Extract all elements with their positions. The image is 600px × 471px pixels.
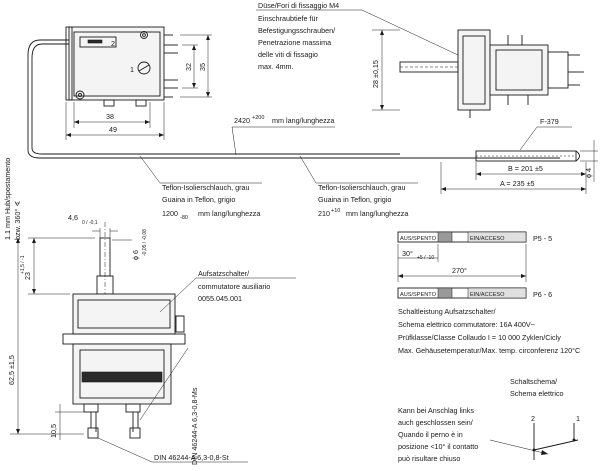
nozzle-line-3: Befestigungsschrauben/ [258, 26, 335, 35]
din-vertical: DIN 46244-A 6,3-0,8-Ms [190, 387, 199, 465]
anschlag-2: auch geschlossen sein/ [398, 418, 473, 427]
bar2-on: EIN/ACCESO [470, 292, 505, 298]
anschlag-1: Kann bei Anschlag links [398, 406, 474, 415]
capillary-length: 2420 [234, 116, 250, 125]
sl-line-4: Max. Gehäusetemperatur/Max. temp. circon… [398, 346, 580, 355]
thermostat-front-view: 2 1 [27, 26, 560, 159]
switch-bar-p5: AUS/SPENTO EIN/ACCESO P5 - 5 [397, 231, 552, 243]
capillary-length-unit: mm lang/lunghezza [272, 116, 334, 125]
terminal-2: 2 [531, 414, 535, 423]
dim-38: 38 [106, 112, 114, 121]
anschlag-4: posizione <10° il contatto [398, 442, 478, 451]
bar2-off: AUS/SPENTO [400, 292, 437, 298]
dim-phi6: ϕ 6 [131, 250, 140, 260]
dim-32: 32 [184, 63, 193, 71]
bar2-pos: P6 - 6 [533, 290, 552, 299]
angle-dimensions: 30° +5 / -10 270° [397, 244, 527, 282]
teflon-callouts: Teflon-Isolierschlauch, grau Guaina in T… [139, 155, 418, 221]
bar1-pos: P5 - 5 [533, 234, 552, 243]
front-view-dimensions: 38 49 32 35 [65, 34, 212, 140]
teflon-right-2: Guaina in Teflon, grigio [318, 195, 391, 204]
stroke-label: 1.1 mm Hub/spostamento [3, 158, 12, 240]
aux-switch-1: Aufsatzschalter/ [198, 269, 249, 278]
dim-35: 35 [198, 63, 207, 71]
switch-bar-p6: AUS/SPENTO EIN/ACCESO P6 - 6 [397, 287, 552, 299]
dim-49: 49 [109, 125, 117, 134]
sl-line-1: Schaltleistung Aufsatzschalter/ [398, 307, 495, 316]
teflon-right-len: 210 [318, 209, 330, 218]
bar1-off: AUS/SPENTO [400, 236, 437, 242]
thermostat-shaft-view [62, 222, 186, 439]
side-view-dimension: 28 ±0,15 [371, 29, 400, 111]
nozzle-line-6: max. 4mm. [258, 62, 294, 71]
sl-line-3: Prüfklasse/Classe Collaudo I = 10 000 Zy… [398, 333, 561, 342]
switching-capacity-notes: Schaltleistung Aufsatzschalter/ Schema e… [398, 307, 580, 355]
body-mark-2: 2 [111, 39, 115, 48]
dim-phi4: ϕ 4 [584, 168, 593, 178]
din-labels: DIN 46244-A 6,3-0,8-Ms DIN 46244-A 6,3-0… [97, 347, 248, 465]
stop-position-note: Kann bei Anschlag links auch geschlossen… [398, 406, 549, 463]
dim-4-6: 4,6 [68, 213, 78, 222]
deg-30-tol: +5 / -10 [417, 255, 434, 261]
teflon-right-tol: +10 [331, 208, 340, 214]
nozzle-line-5: delle viti di fissagio [258, 50, 318, 59]
teflon-right-1: Teflon-Isolierschlauch, grau [318, 183, 406, 192]
nozzle-line-2: Einschraubtiefe für [258, 14, 319, 23]
schema-title-1: Schaltschema/ [510, 377, 557, 386]
dim-10-5: 10,5 [49, 424, 58, 438]
nozzle-callout: Düse/Fori di fissaggio M4 Einschraubtief… [256, 1, 459, 71]
din-bottom: DIN 46244-A 6,3-0,8-St [154, 453, 229, 462]
deg-30: 30° [402, 249, 413, 258]
anschlag-3: Quando il perno è in [398, 430, 463, 439]
teflon-right-unit: mm lang/lunghezza [346, 209, 408, 218]
anschlag-5: può risultare chiuso [398, 454, 460, 463]
terminal-1: 1 [576, 414, 580, 423]
teflon-left-unit: mm lang/lunghezza [198, 209, 260, 218]
capillary-and-sensor: 2420 +200 mm lang/lunghezza F-379 B = 20… [231, 115, 598, 194]
aux-switch-callout: Aufsatzschalter/ commutatore ausiliario … [159, 269, 296, 313]
dim-a: A = 235 ±5 [500, 179, 535, 188]
teflon-left-1: Teflon-Isolierschlauch, grau [162, 183, 250, 192]
nozzle-line-4: Penetrazione massima [258, 38, 331, 47]
nozzle-line-1: Düse/Fori di fissaggio M4 [258, 1, 339, 10]
dim-23: 23 [23, 272, 32, 280]
dim-4-6-tol: 0 / -0,1 [82, 220, 98, 226]
capillary-length-sup: +200 [252, 115, 264, 121]
shaft-view-dimensions: 4,6 0 / -0,1 ϕ 6 -0,05 / -0,08 23 +1,5 /… [3, 158, 148, 440]
wiring-schematic: Schaltschema/ Schema elettrico 2 1 [510, 377, 580, 460]
body-mark-1: 1 [130, 65, 134, 74]
schema-title-2: Schema elettrico [510, 389, 564, 398]
teflon-left-len: 1200 [162, 209, 178, 218]
aux-switch-3: 0055.045.001 [198, 294, 242, 303]
dim-23-tol: +1,5 / -1 [20, 255, 26, 274]
deg-270: 270° [452, 266, 467, 275]
sensor-label: F-379 [540, 117, 559, 126]
teflon-left-2: Guaina in Teflon, grigio [162, 195, 235, 204]
bar1-on: EIN/ACCESO [470, 236, 505, 242]
dim-phi6-tol: -0,05 / -0,08 [142, 229, 148, 256]
thermostat-side-view [399, 29, 584, 118]
sl-line-2: Schema elettrico commutatore: 16A 400V~ [398, 320, 535, 329]
dim-62-5: 62,5 ±1,5 [7, 355, 16, 385]
dim-b: B = 201 ±5 [508, 164, 543, 173]
teflon-left-tol: -80 [180, 215, 188, 221]
aux-switch-2: commutatore ausiliario [198, 282, 270, 291]
dim-28: 28 ±0,15 [371, 60, 380, 88]
angle-label: bzw. 360° ∢ [13, 201, 22, 240]
